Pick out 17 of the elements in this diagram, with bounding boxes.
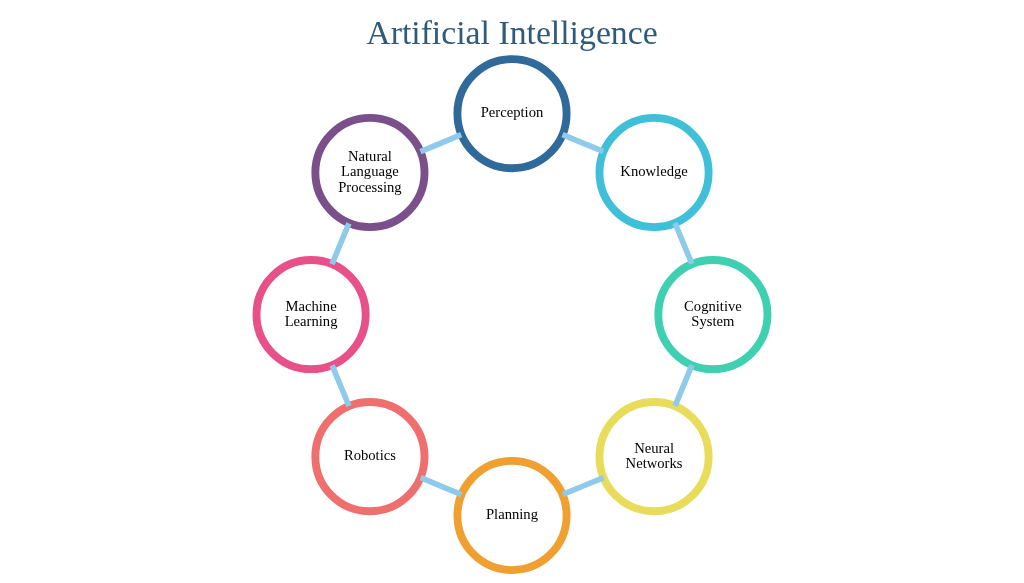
connector [419,132,463,155]
node-circle: Neural Networks [595,398,713,516]
node-circle: Natural Language Processing [311,114,429,232]
connector [561,474,605,498]
node-circle: Machine Learning [252,256,370,374]
connector [419,475,463,498]
diagram-title: Artificial Intelligence [366,14,658,52]
connector [672,221,695,265]
connector [672,364,695,407]
connector [329,364,352,408]
connector [329,222,352,266]
node-circle: Cognitive System [654,256,772,374]
node-circle: Planning [453,456,571,574]
node-circle: Robotics [311,398,429,516]
node-circle: Perception [453,55,571,173]
node-circle: Knowledge [595,114,713,232]
connector [561,131,605,155]
